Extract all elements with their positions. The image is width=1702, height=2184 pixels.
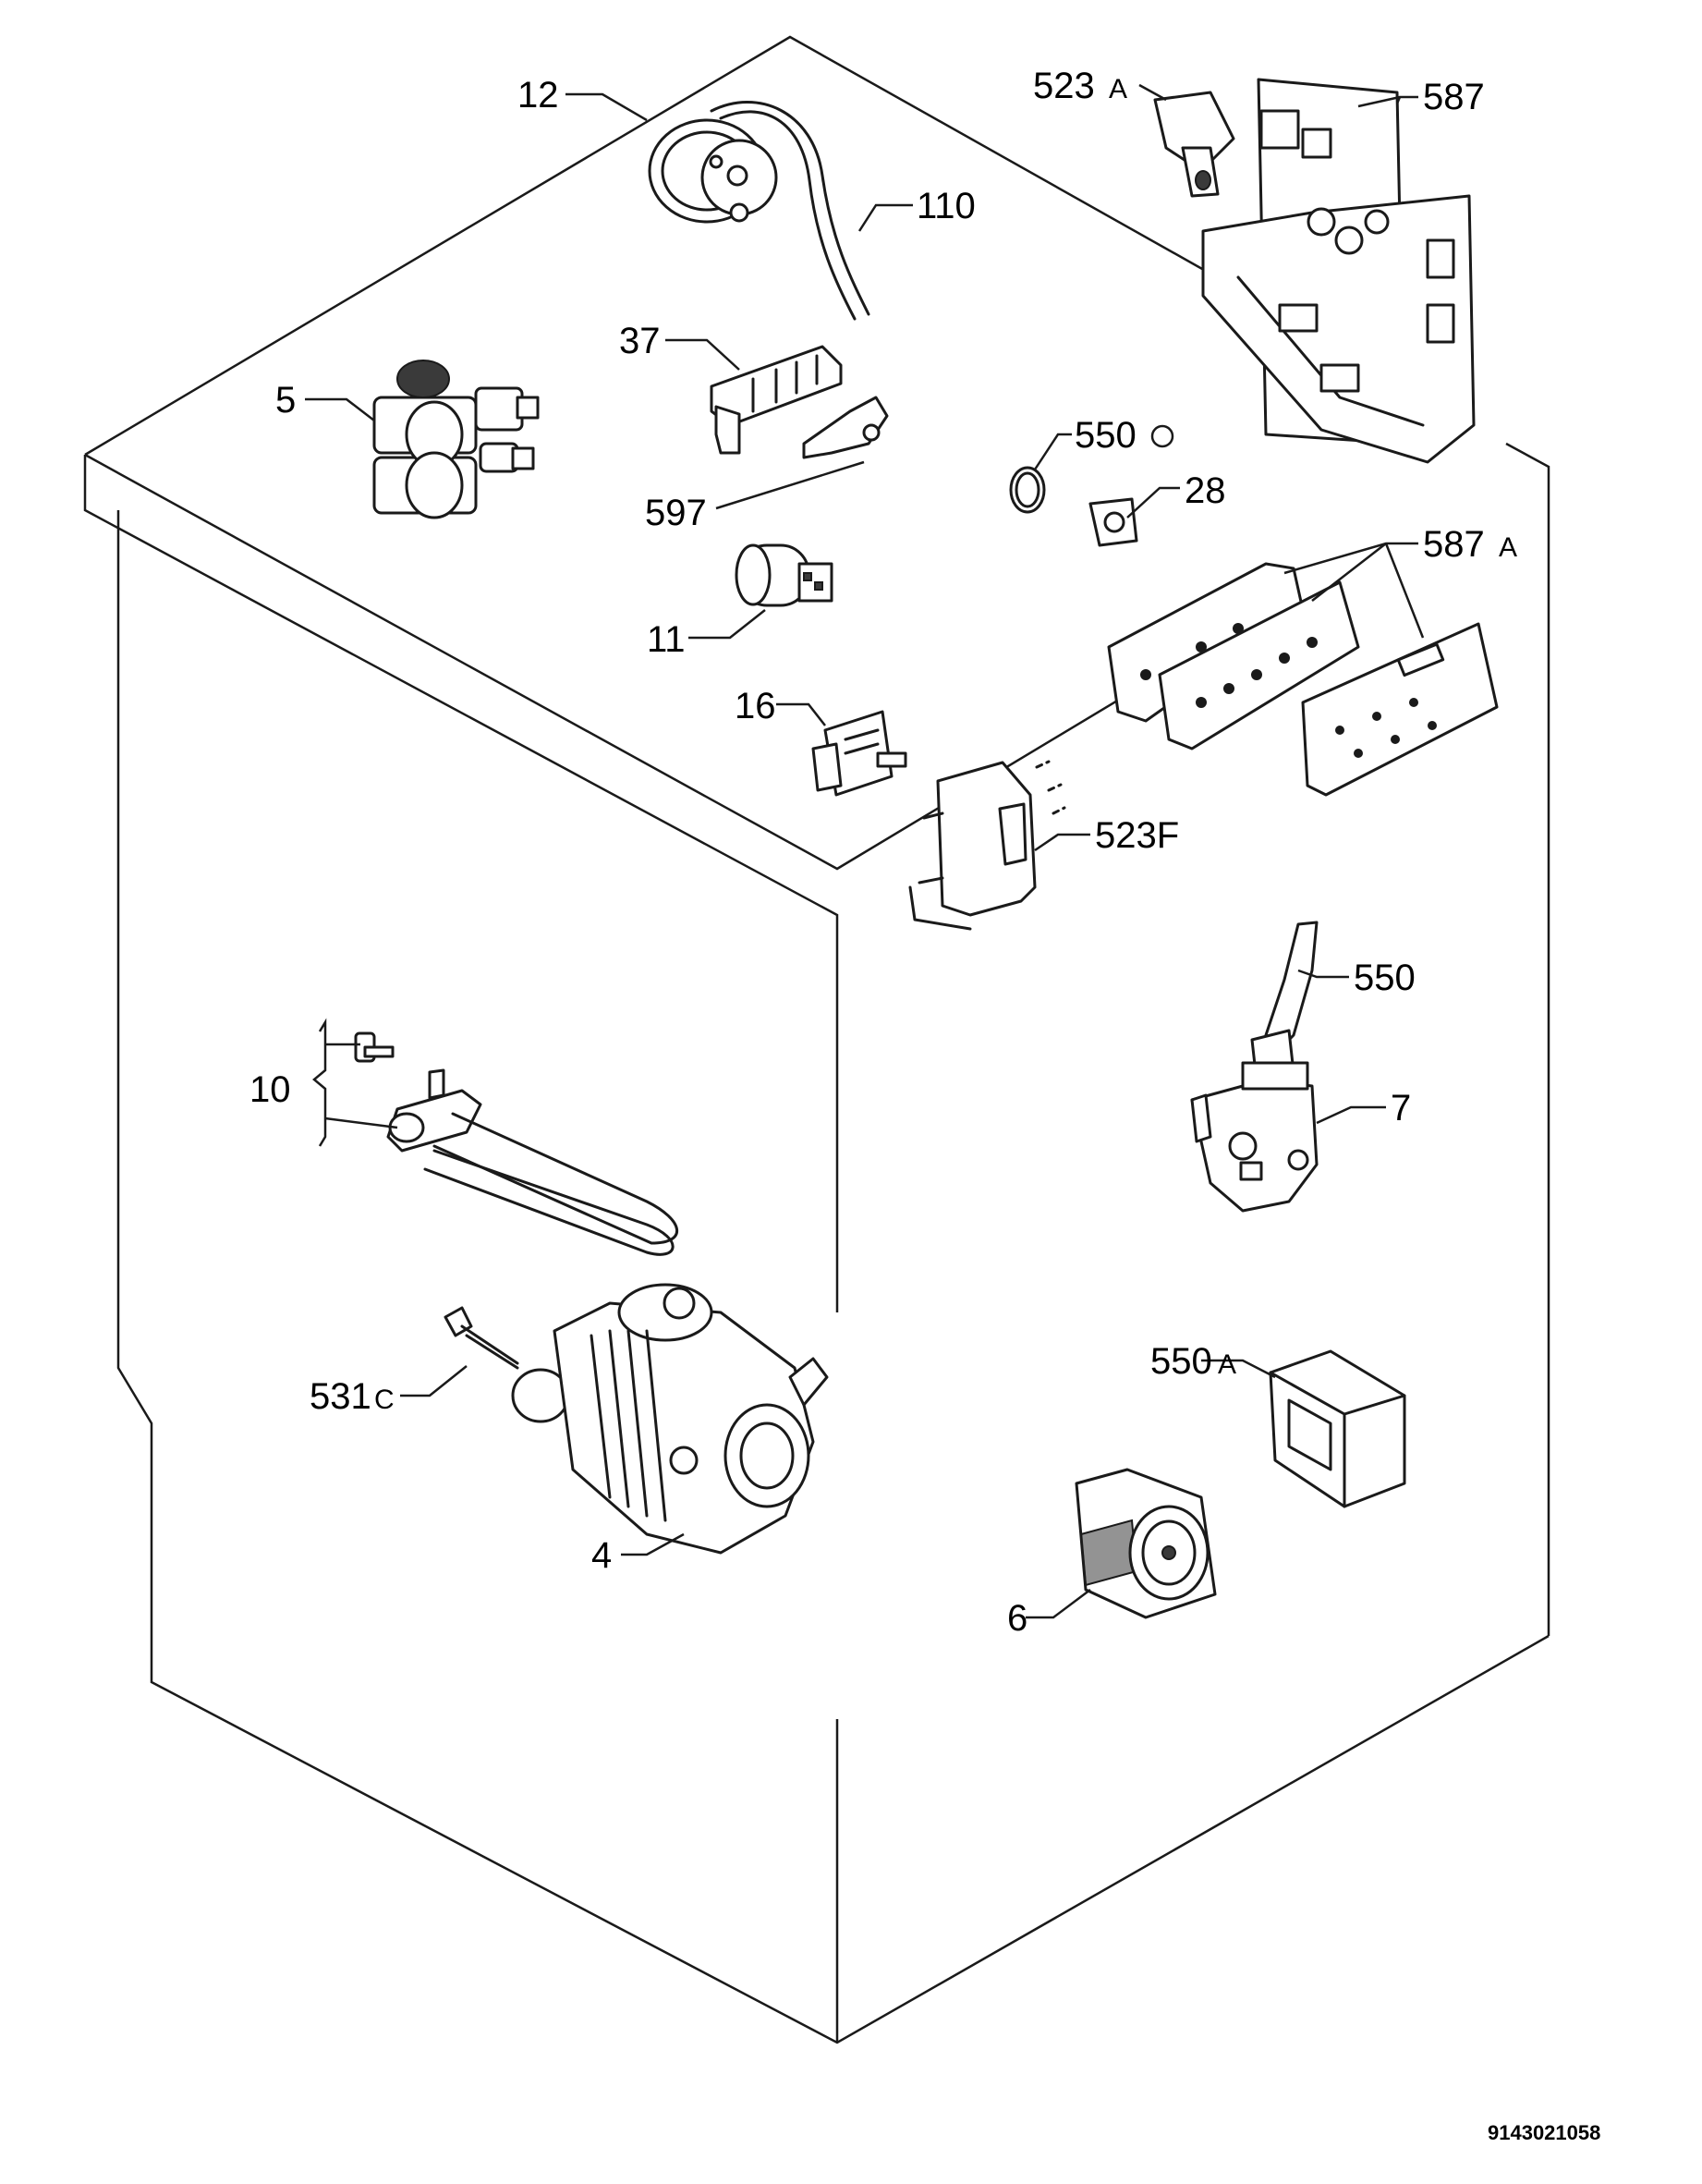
callout-587: 587 (1423, 77, 1485, 117)
callout-6: 6 (1007, 1598, 1027, 1639)
callout-523a: 523 (1033, 66, 1095, 106)
callout-11: 11 (647, 619, 686, 660)
capacitor-part (735, 543, 833, 607)
pressure-hose-part (710, 101, 870, 321)
callout-587a: 587 (1423, 524, 1485, 565)
callout-523f: 523F (1095, 815, 1179, 856)
bracket-part (1088, 497, 1138, 547)
drawing-code: 9143021058 (1488, 2121, 1600, 2144)
terminal-block-part (710, 345, 843, 455)
callout-28: 28 (1185, 470, 1226, 511)
callout-523a-suffix: A (1109, 74, 1127, 104)
main-control-board-part (1201, 78, 1476, 464)
callout-531c-suffix: C (374, 1385, 395, 1415)
callout-550o-ring (1150, 424, 1174, 448)
callout-597: 597 (645, 493, 707, 533)
callout-5: 5 (275, 380, 296, 421)
screw-part (444, 1306, 519, 1370)
inlet-valve-part (372, 360, 540, 519)
display-boards-part (1107, 562, 1499, 797)
selector-switch-part (811, 710, 907, 797)
callout-12: 12 (517, 75, 559, 116)
lock-lever-part (1250, 921, 1319, 1083)
callout-550: 550 (1354, 958, 1416, 998)
knob-part (1153, 91, 1235, 198)
callout-550o: 550 (1075, 415, 1137, 456)
callout-16: 16 (735, 686, 776, 726)
cabinet-outline (83, 35, 1550, 2044)
callout-531c: 531 (310, 1376, 371, 1417)
leader-lines (305, 83, 1425, 1619)
o-ring-part (1009, 466, 1046, 514)
cover-part (1269, 1349, 1406, 1508)
callout-10: 10 (249, 1069, 291, 1110)
motor-connector-part (1075, 1468, 1217, 1619)
heating-element-part (354, 1031, 679, 1256)
switch-housing-part (908, 760, 1066, 931)
callout-587a-suffix: A (1499, 532, 1517, 563)
pressure-switch-part (648, 118, 778, 224)
clip-part (802, 396, 889, 459)
callout-4: 4 (591, 1535, 612, 1576)
callout-labels: 12 110 523 A 587 37 5 550 28 597 587 A 1… (249, 66, 1517, 1639)
callout-110: 110 (917, 186, 976, 226)
callout-37: 37 (619, 321, 661, 361)
callout-7: 7 (1391, 1088, 1411, 1129)
drain-pump-part (511, 1283, 829, 1555)
door-interlock-part (1190, 1061, 1319, 1213)
callout-550a: 550 (1150, 1341, 1212, 1382)
callout-550a-suffix: A (1218, 1349, 1236, 1380)
